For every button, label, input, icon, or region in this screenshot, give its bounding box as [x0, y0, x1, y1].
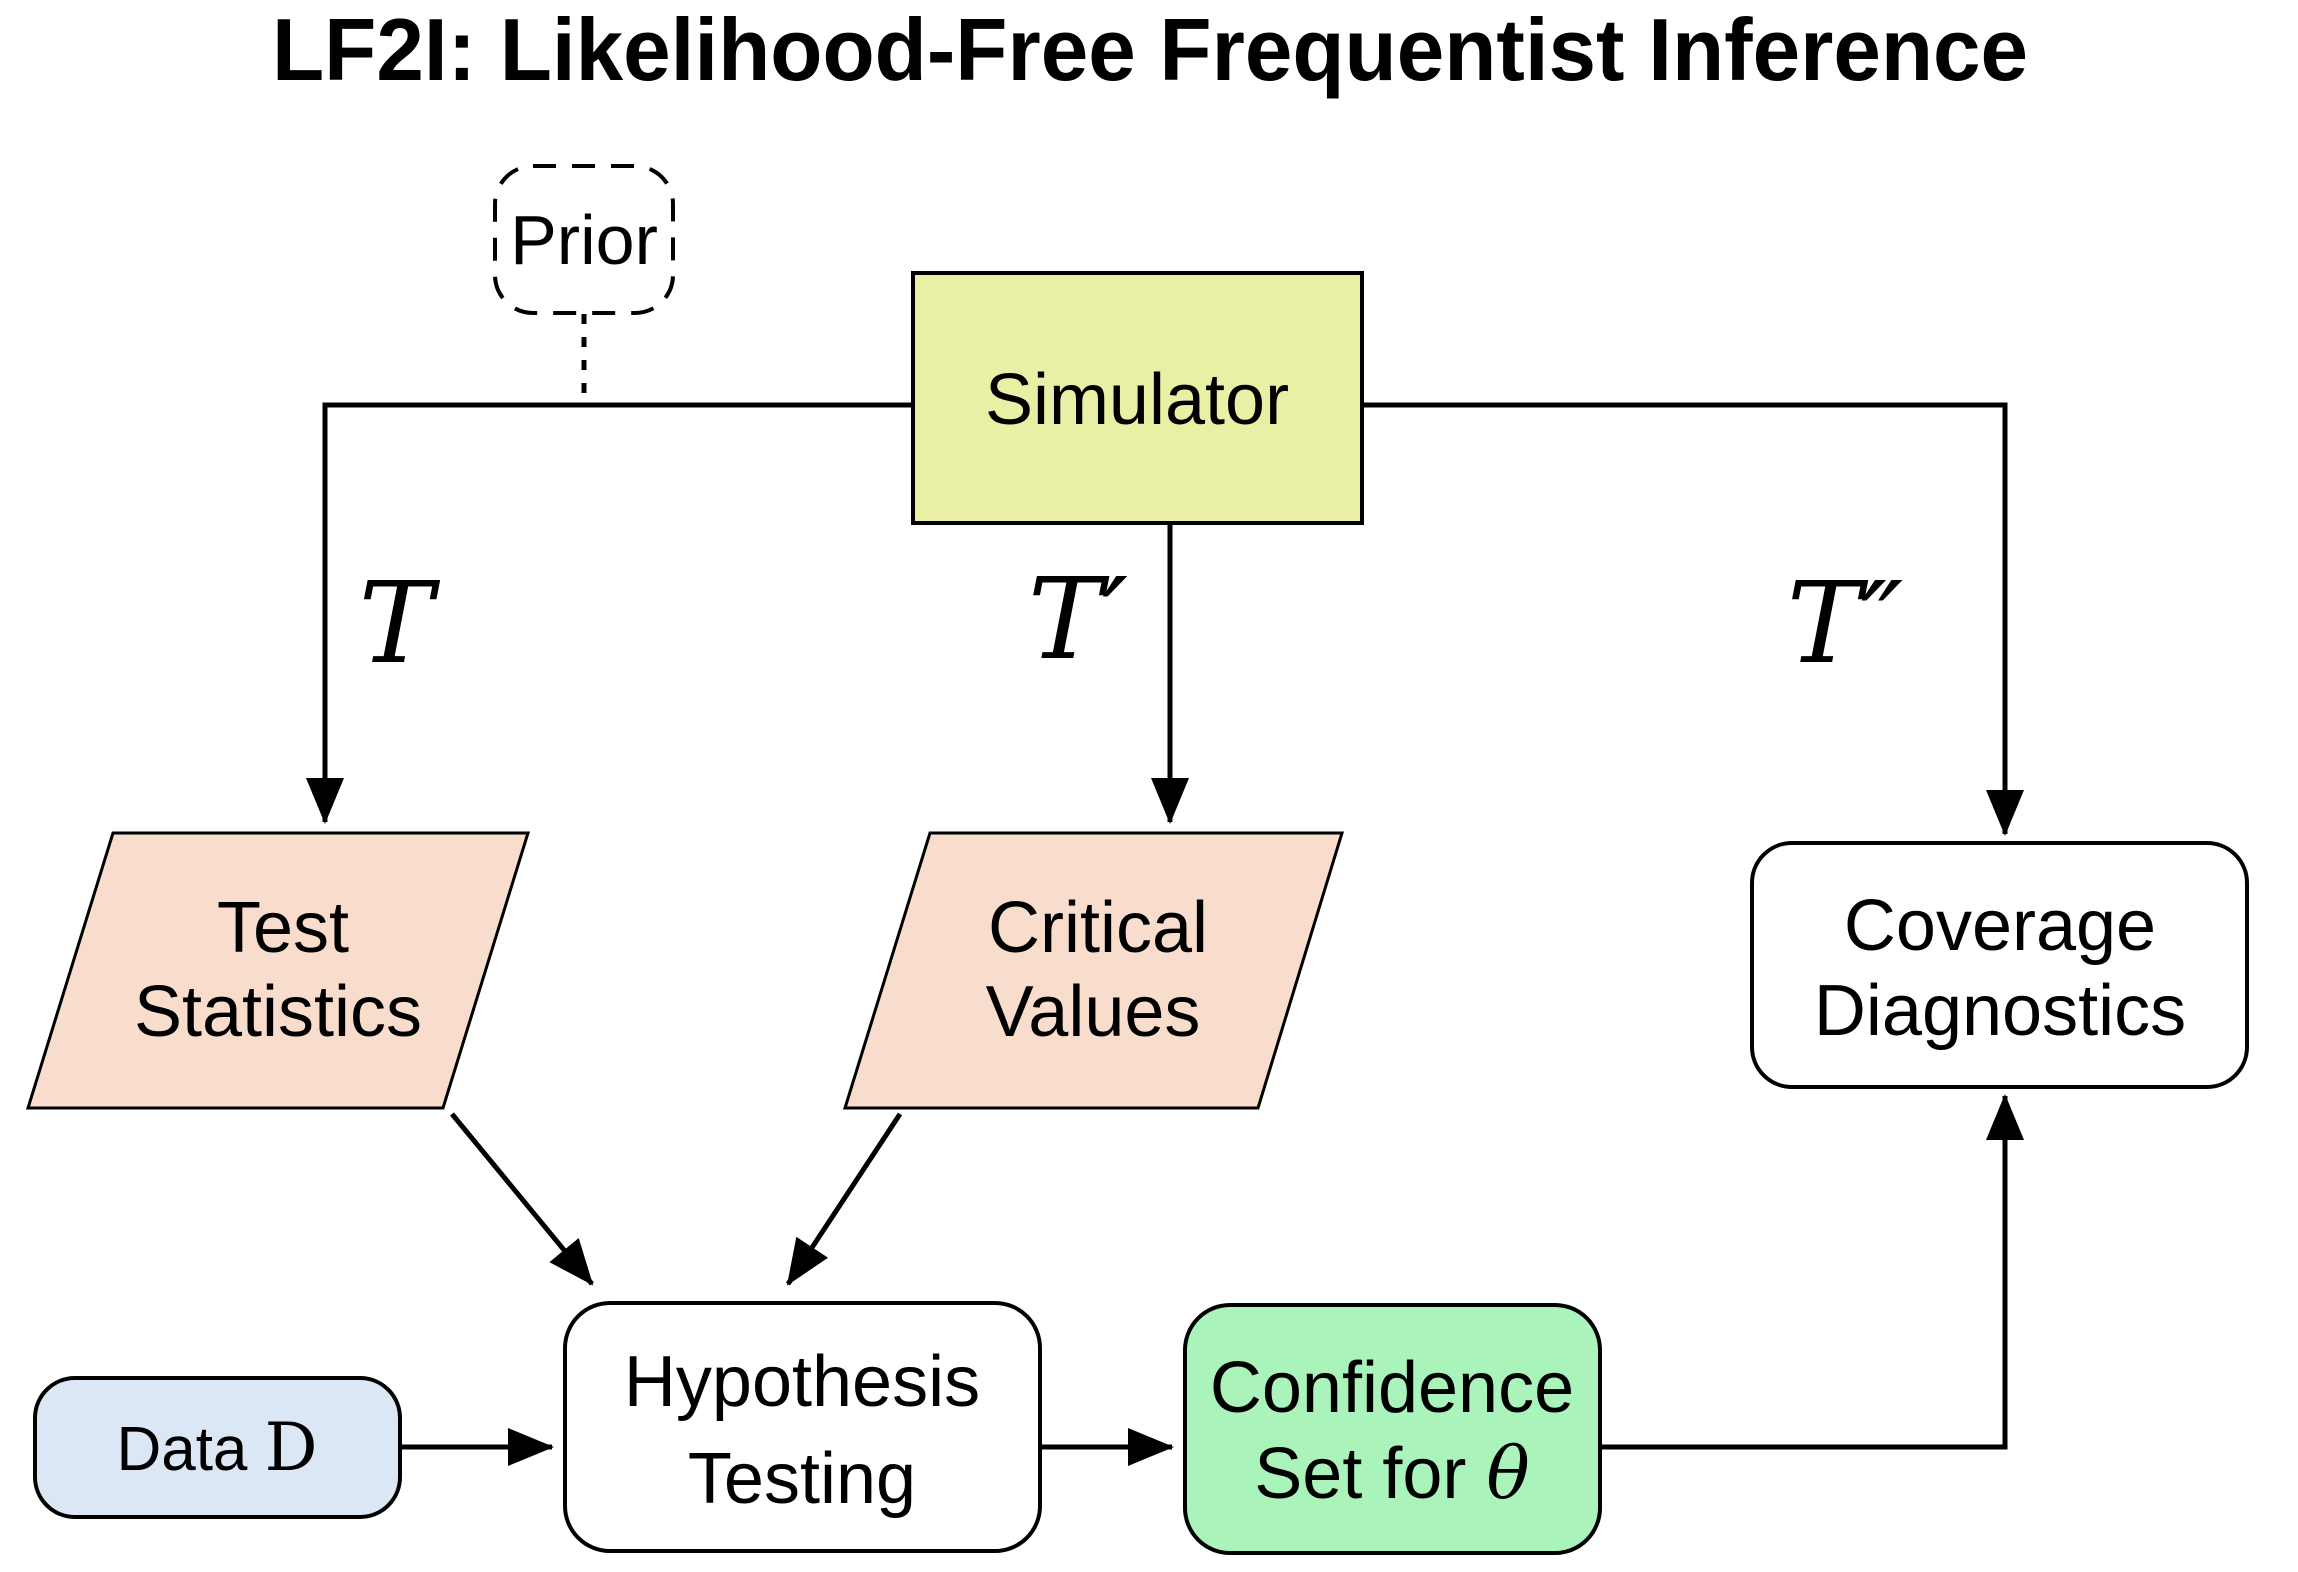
node-prior: Prior [493, 164, 675, 315]
coverage-diagnostics-box [1750, 841, 2249, 1089]
hypothesis-testing-label-line2: Testing [688, 1439, 916, 1519]
edge-label-calibration-set: T′ [1028, 555, 1128, 685]
hypothesis-testing-box [563, 1301, 1042, 1553]
data-label-prefix: Data [116, 1415, 264, 1484]
confidence-set-label-line2: Set for θ [1254, 1431, 1529, 1515]
data-label-symbol: D [265, 1409, 318, 1486]
prior-box [493, 164, 675, 315]
node-data: Data D [33, 1376, 402, 1519]
edge-label-diagnostics-set: T″ [1787, 559, 1904, 689]
coverage-diagnostics-label-line1: Coverage [1844, 886, 2156, 966]
edge-critical-values-to-hypothesis-testing [785, 1112, 903, 1286]
page-title: LF2I: Likelihood-Free Frequentist Infere… [272, 0, 2028, 99]
node-hypothesis-testing: Hypothesis Testing [563, 1301, 1042, 1553]
theta-symbol: θ [1486, 1431, 1529, 1515]
coverage-diagnostics-label-line2: Diagnostics [1814, 971, 2186, 1051]
node-coverage-diagnostics: Coverage Diagnostics [1750, 841, 2249, 1089]
edge-label-train-set: T [359, 559, 441, 689]
test-statistics-shape [25, 831, 531, 1110]
simulator-label: Simulator [985, 360, 1289, 440]
hypothesis-testing-label-line1: Hypothesis [624, 1342, 980, 1422]
edge-simulator-to-coverage-diagnostics [1362, 402, 2024, 836]
edge-simulator-to-test-statistics [306, 402, 913, 824]
data-label: Data D [116, 1409, 317, 1486]
node-simulator: Simulator [911, 271, 1364, 525]
critical-values-label-line1: Critical [988, 888, 1208, 968]
critical-values-label-line2: Values [986, 972, 1201, 1052]
confidence-set-label-line2-prefix: Set for [1254, 1434, 1486, 1514]
test-statistics-label-line1: Test [217, 888, 349, 968]
edge-test-statistics-to-hypothesis-testing [450, 1112, 594, 1286]
node-critical-values: Critical Values [842, 831, 1345, 1110]
simulator-box [911, 271, 1364, 525]
prior-label: Prior [510, 201, 658, 279]
critical-values-shape [842, 831, 1345, 1110]
confidence-set-box [1183, 1303, 1602, 1555]
edge-confidence-set-to-coverage-diagnostics [1600, 1094, 2024, 1450]
data-box [33, 1376, 402, 1519]
node-test-statistics: Test Statistics [25, 831, 531, 1110]
confidence-set-label-line1: Confidence [1210, 1348, 1574, 1428]
node-confidence-set: Confidence Set for θ [1183, 1303, 1602, 1555]
test-statistics-label-line2: Statistics [134, 972, 422, 1052]
